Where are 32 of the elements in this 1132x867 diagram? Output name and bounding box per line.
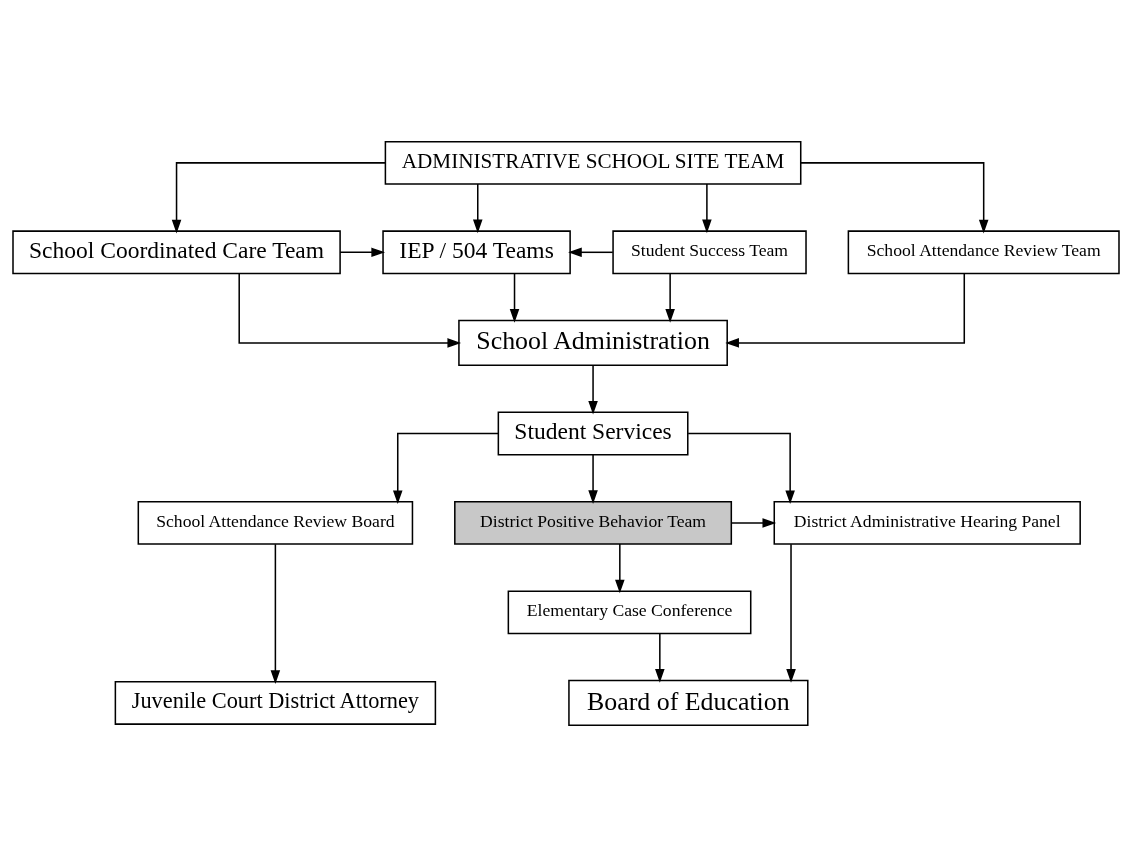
- arrow: [568, 247, 614, 258]
- node-box: Student Success Team: [612, 230, 807, 275]
- node-box: School Attendance Review Board: [137, 500, 414, 545]
- node-box: ADMINISTRATIVE SCHOOL SITE TEAM: [384, 140, 802, 185]
- arrow: [509, 273, 520, 323]
- arrow: [615, 543, 625, 594]
- node-box: District Positive Behavior Team: [454, 500, 733, 545]
- arrow: [725, 273, 966, 348]
- node-box: District Administrative Hearing Panel: [773, 500, 1081, 545]
- arrow: [730, 518, 777, 528]
- arrow: [588, 364, 598, 415]
- arrow: [392, 432, 500, 505]
- node-box: School Attendance Review Team: [847, 230, 1120, 275]
- arrow: [665, 273, 675, 323]
- arrow: [238, 273, 462, 348]
- node-box: School Coordinated Care Team: [12, 230, 341, 275]
- arrow: [800, 162, 989, 234]
- node-box: Board of Education: [568, 679, 809, 727]
- arrow: [702, 183, 712, 234]
- arrow: [655, 633, 665, 683]
- node-box: Juvenile Court District Attorney: [114, 681, 437, 725]
- arrow: [270, 543, 281, 684]
- node-box: Student Services: [497, 411, 689, 456]
- node-box: IEP / 504 Teams: [382, 230, 571, 275]
- arrow: [786, 543, 796, 683]
- arrow: [472, 183, 483, 234]
- arrow: [588, 453, 598, 504]
- node-box: Elementary Case Conference: [507, 590, 752, 635]
- arrow: [339, 247, 386, 258]
- arrow: [171, 162, 386, 234]
- node-box: School Administration: [458, 319, 728, 367]
- arrow: [687, 432, 795, 505]
